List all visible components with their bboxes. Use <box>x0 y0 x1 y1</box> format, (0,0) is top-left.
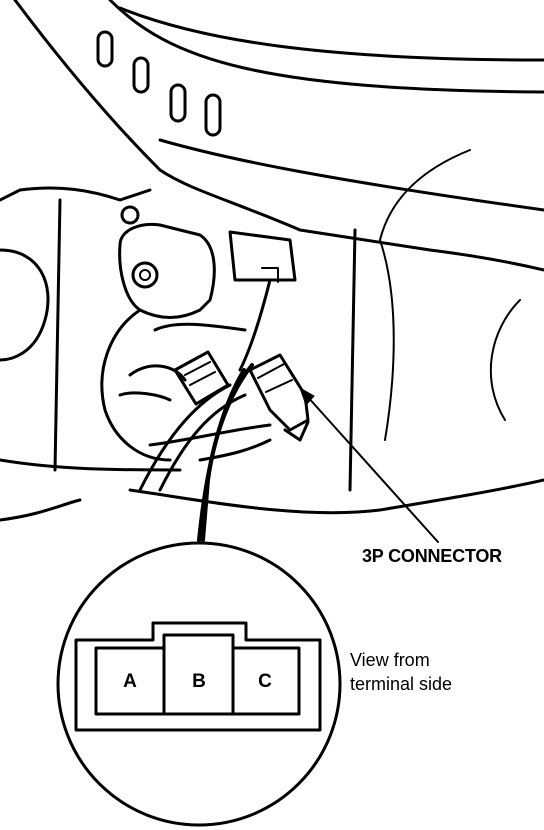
wire-harness <box>100 278 272 492</box>
inset-circle <box>56 541 342 827</box>
relay-assembly <box>118 205 297 319</box>
inset-caption-line2: terminal side <box>350 674 453 694</box>
inline-connector <box>173 350 230 406</box>
terminal-a-label: A <box>123 671 137 692</box>
wire-to-inset <box>197 363 254 542</box>
terminal-c-label: C <box>258 671 272 692</box>
connector-3p <box>248 353 310 442</box>
leader-line <box>299 386 439 543</box>
connector-callout-label: 3P CONNECTOR <box>362 546 502 566</box>
inset-caption-line1: View from <box>350 650 430 670</box>
panel-outline <box>0 0 544 522</box>
connector-face <box>74 621 322 732</box>
vent-slots <box>96 30 222 137</box>
terminal-b-label: B <box>192 671 206 692</box>
